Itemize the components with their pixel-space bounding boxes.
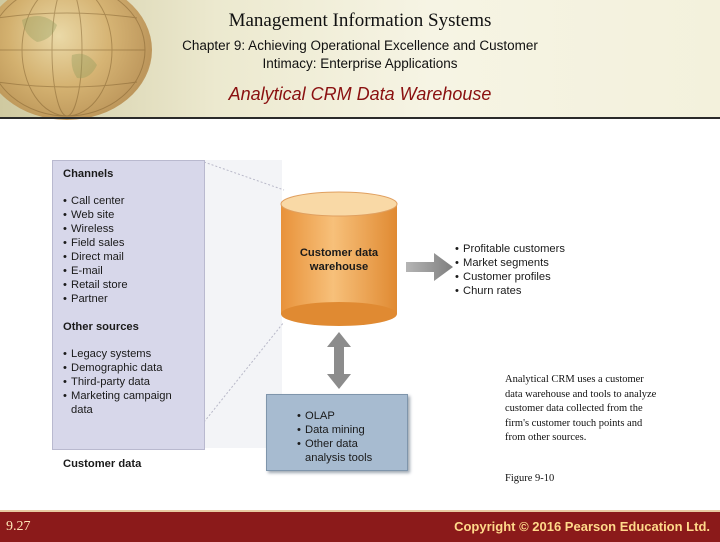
customer-data-label: Customer data [63, 458, 142, 470]
slide-footer: 9.27 Copyright © 2016 Pearson Education … [0, 510, 720, 542]
channel-item: Web site [63, 208, 128, 222]
slide-header: Management Information Systems Chapter 9… [0, 0, 720, 120]
outputs-list: Profitable customers Market segments Cus… [455, 242, 565, 298]
channels-section: Channels Call center Web site Wireless F… [63, 168, 128, 306]
figure-label: Figure 9-10 [505, 473, 555, 484]
output-item: Churn rates [455, 284, 565, 298]
globe-grid-lines [0, 0, 146, 117]
diagram-graphics [203, 160, 453, 448]
source-item-continuation: data [71, 404, 93, 416]
analysis-tools-box: OLAP Data mining Other data analysis too… [266, 394, 408, 471]
channel-item: Wireless [63, 222, 128, 236]
source-item: Legacy systems [63, 347, 172, 361]
warehouse-label-line-2: warehouse [309, 261, 369, 273]
tool-item-continuation: analysis tools [305, 452, 373, 464]
other-sources-heading: Other sources [63, 321, 139, 333]
other-sources-section: Other sources Legacy systems Demographic… [63, 321, 172, 417]
output-item: Profitable customers [455, 242, 565, 256]
channel-item: Call center [63, 194, 128, 208]
channels-heading: Channels [63, 168, 114, 180]
tool-item: Other data [297, 437, 372, 451]
channels-list: Call center Web site Wireless Field sale… [63, 194, 128, 306]
slide-title: Analytical CRM Data Warehouse [228, 84, 492, 104]
figure-caption: Analytical CRM uses a customer data ware… [505, 374, 657, 443]
data-warehouse-cylinder [280, 191, 398, 326]
tool-item: Data mining [297, 423, 372, 437]
source-item: Marketing campaign [63, 389, 172, 403]
channel-item: Retail store [63, 278, 128, 292]
chapter-subtitle: Chapter 9: Achieving Operational Excelle… [150, 37, 570, 73]
crm-diagram: Channels Call center Web site Wireless F… [52, 122, 660, 494]
analysis-tools-list: OLAP Data mining Other data analysis too… [297, 409, 372, 465]
warehouse-label: Customer data warehouse [280, 246, 398, 274]
chapter-subtitle-line-2: Intimacy: Enterprise Applications [262, 56, 458, 71]
analysis-outputs: Profitable customers Market segments Cus… [455, 242, 565, 298]
connector-bottom-dashed [203, 321, 285, 423]
bidirectional-arrow [327, 332, 351, 389]
output-item: Market segments [455, 256, 565, 270]
channel-item: Partner [63, 292, 128, 306]
other-sources-list: Legacy systems Demographic data Third-pa… [63, 347, 172, 417]
tool-item: OLAP [297, 409, 372, 423]
channel-item: Direct mail [63, 250, 128, 264]
channel-item: E-mail [63, 264, 128, 278]
course-title: Management Information Systems [228, 10, 492, 31]
chapter-subtitle-line-1: Chapter 9: Achieving Operational Excelle… [182, 38, 538, 53]
channel-item: Field sales [63, 236, 128, 250]
panel-connector-shadow [203, 160, 282, 448]
copyright-notice: Copyright © 2016 Pearson Education Ltd. [454, 519, 710, 534]
warehouse-label-line-1: Customer data [299, 247, 379, 259]
header-divider [0, 117, 720, 119]
output-item: Customer profiles [455, 270, 565, 284]
source-item: Third-party data [63, 375, 172, 389]
source-item: Demographic data [63, 361, 172, 375]
slide-number: 9.27 [6, 519, 31, 534]
output-arrow [406, 253, 453, 281]
